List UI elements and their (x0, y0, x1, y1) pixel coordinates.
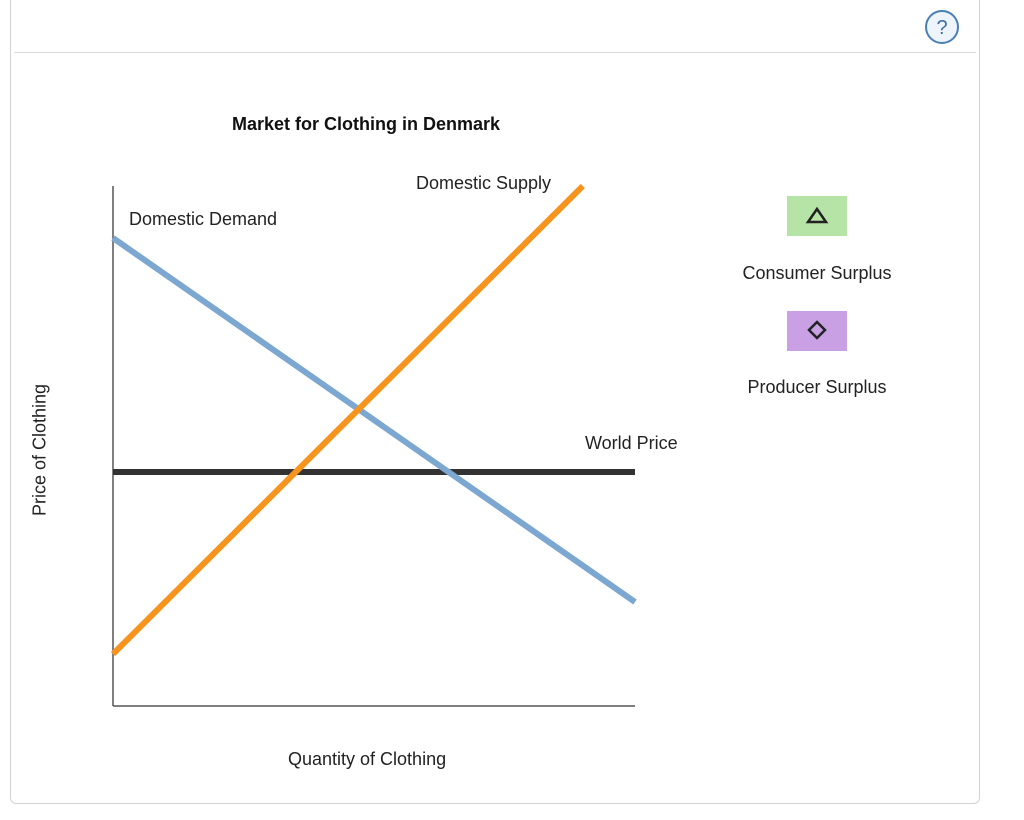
y-axis-label: Price of Clothing (29, 383, 50, 517)
panel-divider (14, 52, 976, 53)
triangle-icon (805, 206, 829, 224)
domestic-supply-line[interactable] (110, 183, 585, 657)
diamond-icon (807, 320, 827, 340)
help-label: ? (936, 17, 947, 39)
producer-surplus-tool[interactable] (787, 311, 847, 351)
producer-surplus-label: Producer Surplus (747, 377, 887, 397)
graph-panel (10, 0, 980, 804)
chart-title: Market for Clothing in Denmark (232, 114, 501, 134)
consumer-surplus-label: Consumer Surplus (742, 263, 892, 283)
help-icon[interactable]: ? (924, 9, 960, 45)
domestic-supply-label: Domestic Supply (416, 173, 552, 193)
domestic-demand-line[interactable] (111, 235, 637, 605)
world-price-label: World Price (585, 433, 678, 453)
domestic-demand-label: Domestic Demand (129, 209, 278, 229)
consumer-surplus-swatch (787, 196, 847, 236)
consumer-surplus-tool[interactable] (787, 196, 847, 236)
x-axis-label: Quantity of Clothing (288, 749, 447, 769)
producer-surplus-swatch (787, 311, 847, 351)
